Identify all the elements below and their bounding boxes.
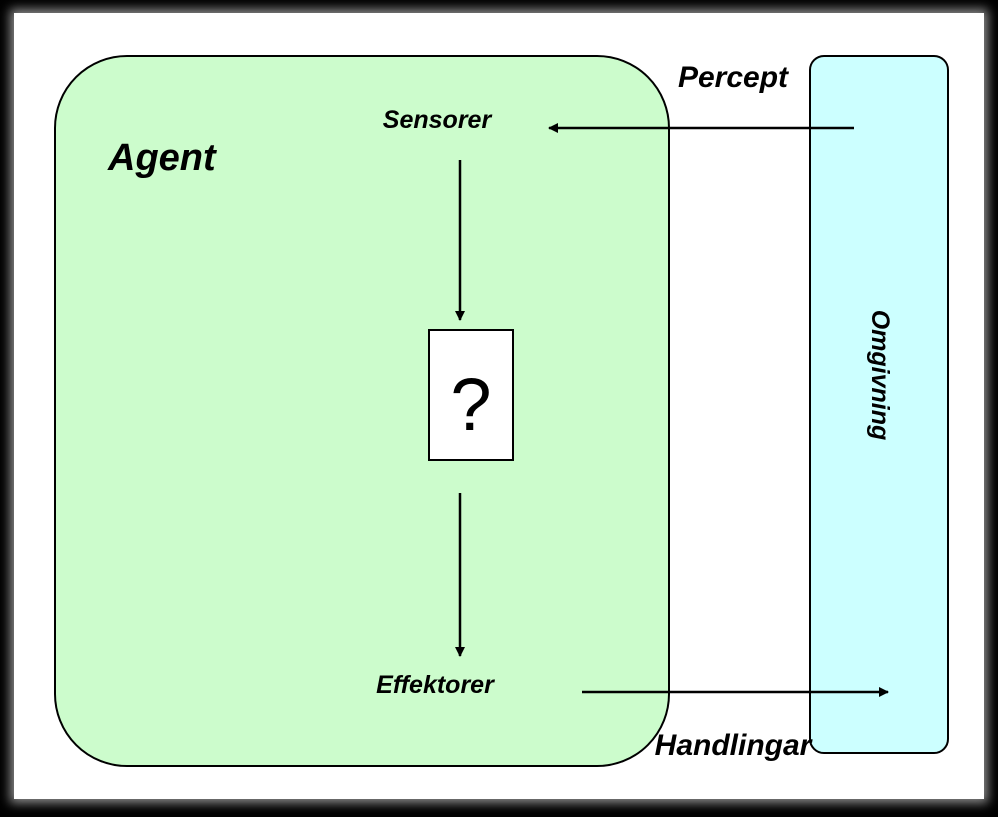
percept-label: Percept — [678, 61, 790, 94]
unknown-process-symbol: ? — [450, 363, 491, 446]
unknown-process-box — [428, 329, 514, 461]
actions-label: Handlingar — [655, 729, 814, 762]
effectors-label: Effektorer — [376, 671, 495, 699]
environment-label: Omgivning — [866, 310, 894, 441]
agent-box — [54, 55, 670, 767]
sensors-label: Sensorer — [383, 106, 493, 134]
agent-label: Agent — [107, 137, 217, 179]
environment-box — [809, 55, 949, 754]
